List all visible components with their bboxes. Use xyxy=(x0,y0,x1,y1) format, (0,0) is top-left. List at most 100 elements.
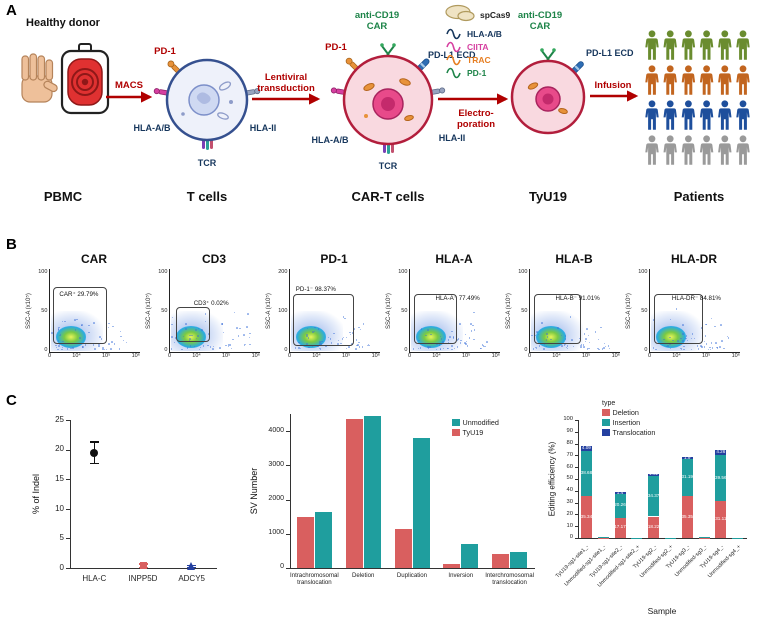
y-tick-mark xyxy=(286,465,290,467)
flow-x-tick-label: 10⁵ xyxy=(701,353,711,359)
legend-swatch xyxy=(452,418,460,427)
flow-x-tick-label: 0 xyxy=(528,353,532,359)
y-tick-label: 3000 xyxy=(268,460,284,468)
caption-t-cells: T cells xyxy=(187,189,227,204)
flow-x-tick-label: 0 xyxy=(288,353,292,359)
sv-bar-tyu19 xyxy=(345,419,363,568)
segment-value-label: 31.11 xyxy=(715,516,727,522)
y-tick-mark xyxy=(575,514,578,516)
segment-value-label: 35.34 xyxy=(580,513,593,519)
error-cap xyxy=(89,462,99,464)
sv-bar-unmodified xyxy=(412,437,430,568)
segment-value-label: 18.22 xyxy=(647,523,660,529)
flow-y-axis-label: SSC-A (x10⁵) xyxy=(626,293,632,329)
flow-y-tick-label: 100 xyxy=(158,269,168,275)
flow-y-tick-label: 50 xyxy=(41,308,48,314)
y-tick-label: 15 xyxy=(55,474,64,483)
patient-icon xyxy=(699,30,714,60)
plasmid-item-label: TRAC xyxy=(467,55,491,65)
cart-hla-ab-label: HLA-A/B xyxy=(312,135,349,145)
flow-x-tick-label: 10⁶ xyxy=(731,353,740,359)
legend-swatch xyxy=(452,428,460,437)
cart-tcr-label: TCR xyxy=(379,161,398,171)
flow-y-tick-label: 200 xyxy=(278,269,288,275)
gate-outline xyxy=(175,307,211,343)
segment-value-label: 17.17 xyxy=(614,524,626,530)
x-category-label: Duplication xyxy=(396,572,428,579)
gate-label: HLA-DR⁻ 84.81% xyxy=(671,294,721,302)
flow-y-tick-label: 50 xyxy=(401,308,408,314)
ee-plot-area xyxy=(578,420,747,539)
cart-car-label-2: CAR xyxy=(367,21,388,32)
cart-pdl1-label: PD-L1 ECD xyxy=(428,50,476,60)
x-category-label: ADCY5 xyxy=(178,574,205,583)
flow-plot-area: CD3⁺ 0.02% xyxy=(169,269,260,353)
flow-plot-area: HLA-DR⁻ 84.81% xyxy=(649,269,740,353)
flow-x-tick-label: 10⁵ xyxy=(581,353,591,359)
y-tick-mark xyxy=(575,538,578,539)
patient-icon xyxy=(663,100,677,130)
flow-y-tick-label: 100 xyxy=(278,308,288,314)
y-tick-mark xyxy=(575,467,578,469)
ee-segment-translocation xyxy=(580,445,592,451)
ee-segment-deletion xyxy=(648,516,660,538)
tyu19-cell xyxy=(510,48,586,135)
y-axis-label: Editing efficiency (%) xyxy=(547,441,557,517)
density-blob xyxy=(55,326,87,348)
gate-label: CAR⁺ 29.79% xyxy=(59,290,99,298)
patient-icon xyxy=(645,65,659,95)
patient-icon xyxy=(736,30,750,60)
flow-y-tick-label: 100 xyxy=(38,269,48,275)
segment-value-label: 1.4 xyxy=(616,489,624,495)
legend-item: Insertion xyxy=(602,418,655,427)
car-t-cell xyxy=(330,43,446,154)
flow-plot-title: CAR xyxy=(81,252,107,266)
x-category-label: Deletion xyxy=(352,572,375,579)
patient-icon xyxy=(663,65,677,95)
flow-plot-title: HLA-DR xyxy=(671,252,717,266)
density-blob xyxy=(415,326,447,348)
panel-c-label: C xyxy=(6,392,17,409)
cart-hla-ii-label: HLA-II xyxy=(439,133,466,143)
ee-segment-insertion xyxy=(580,450,592,497)
spcas9-label: spCas9 xyxy=(480,10,511,20)
flow-y-axis-label: SSC-A (x10⁵) xyxy=(146,293,152,329)
flow-y-axis-label: SSC-A (x10⁵) xyxy=(506,293,512,329)
caption-patients: Patients xyxy=(674,189,725,204)
y-tick-label: 1000 xyxy=(268,529,284,537)
sv-bar-tyu19 xyxy=(296,516,314,568)
flow-x-tick-label: 10⁶ xyxy=(131,353,140,359)
y-tick-label: 10 xyxy=(55,503,64,513)
flow-y-axis-label: SSC-A (x10⁵) xyxy=(266,293,272,329)
flow-x-tick-label: 10⁵ xyxy=(101,353,111,359)
infusion-label: Infusion xyxy=(595,80,632,91)
tcell-pd1-label: PD-1 xyxy=(154,46,176,57)
legend-label: Unmodified xyxy=(462,418,499,427)
plasmid-item-ciita: CIITA xyxy=(446,41,489,53)
point-marker xyxy=(187,562,196,571)
segment-value-label: 35.35 xyxy=(681,513,693,519)
legend-item: Unmodified xyxy=(452,418,499,427)
flow-y-tick-label: 50 xyxy=(641,308,648,314)
flow-x-tick-label: 10⁴ xyxy=(192,353,201,359)
tyu19-pdl1-label: PD-L1 ECD xyxy=(586,48,634,58)
flow-x-tick-label: 10⁶ xyxy=(611,353,620,359)
y-tick-mark xyxy=(575,526,578,528)
sv-bar-tyu19 xyxy=(394,528,412,568)
flow-x-tick-label: 10⁶ xyxy=(371,353,380,359)
y-tick-label: 90 xyxy=(566,428,573,435)
y-tick-label: 60 xyxy=(566,463,573,470)
gate-outline xyxy=(414,293,458,345)
sgRNA-icon xyxy=(446,41,461,53)
patient-icon xyxy=(645,135,659,165)
plasmid-item-label: PD-1 xyxy=(467,68,487,78)
y-axis-label: SV Number xyxy=(249,467,259,515)
gate-outline xyxy=(534,293,581,345)
y-tick-mark xyxy=(66,420,70,421)
flow-y-tick-label: 100 xyxy=(518,269,528,275)
